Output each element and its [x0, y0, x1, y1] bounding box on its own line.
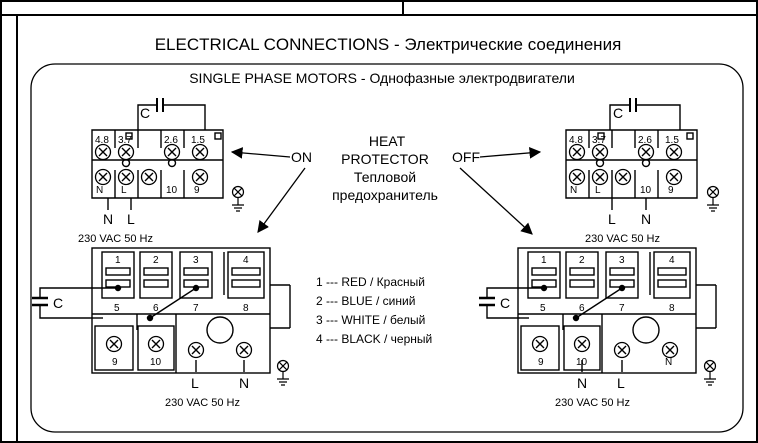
- ground-icon: [231, 185, 245, 212]
- terminal-label: 2: [579, 255, 585, 266]
- diagram-title: ELECTRICAL CONNECTIONS - Электрические с…: [155, 35, 622, 54]
- terminal-label: 3.7: [592, 135, 606, 146]
- terminal-label: 9: [194, 185, 200, 196]
- wire-color-legend: 1 --- RED / Красный 2 --- BLUE / синий 3…: [316, 275, 432, 346]
- ground-icon: [703, 359, 717, 386]
- terminal-label: 1.5: [191, 135, 205, 146]
- supply-label: N: [641, 211, 651, 227]
- screw-label: 10: [150, 357, 162, 368]
- terminal-label: 8: [669, 303, 675, 314]
- protector-line: HEAT: [369, 133, 406, 149]
- terminal-label: N: [96, 185, 103, 196]
- voltage-label: 230 VAC 50 Hz: [78, 233, 153, 245]
- terminal-label: 2.6: [164, 135, 178, 146]
- terminal-label: 7: [193, 303, 199, 314]
- capacitor-label: C: [140, 105, 150, 121]
- terminal-label: 10: [640, 185, 652, 196]
- diagram-subtitle: SINGLE PHASE MOTORS - Однофазные электро…: [189, 70, 575, 86]
- supply-label: L: [127, 211, 135, 227]
- terminal-label: N: [570, 185, 577, 196]
- terminal-label: L: [121, 185, 127, 196]
- supply-label: L: [617, 375, 625, 391]
- terminal-label: 4.8: [95, 135, 109, 146]
- ground-icon: [706, 185, 720, 212]
- supply-label: N: [103, 211, 113, 227]
- top-left-terminal-block: C 4.8 3.7 2.6 1.5 N L 10 9 N L 230 VAC 5…: [78, 98, 245, 245]
- on-label: ON: [291, 149, 312, 165]
- terminal-label: 8: [243, 303, 249, 314]
- terminal-label: 5: [540, 303, 546, 314]
- supply-label: L: [608, 211, 616, 227]
- legend-item: 1 --- RED / Красный: [316, 275, 425, 289]
- terminal-label: 3: [193, 255, 199, 266]
- terminal-label: 2.6: [638, 135, 652, 146]
- terminal-label: 1: [541, 255, 547, 266]
- protector-line: PROTECTOR: [341, 151, 429, 167]
- protector-line: Тепловой: [354, 169, 416, 185]
- capacitor-label: C: [613, 105, 623, 121]
- bottom-left-terminal-block: 1 2 3 4 5 6 7 8 9 10 C L N 230 VAC 50 Hz: [32, 247, 291, 409]
- legend-item: 2 --- BLUE / синий: [316, 294, 415, 308]
- terminal-label: 7: [619, 303, 625, 314]
- ground-icon: [276, 359, 290, 386]
- voltage-label: 230 VAC 50 Hz: [585, 233, 660, 245]
- capacitor-label: C: [500, 295, 510, 311]
- terminal-label: 4.8: [569, 135, 583, 146]
- screw-label: N: [665, 357, 672, 368]
- screw-label: 10: [576, 357, 588, 368]
- terminal-label: 4: [243, 255, 249, 266]
- protector-line: предохранитель: [332, 187, 438, 203]
- terminal-label: 4: [669, 255, 675, 266]
- terminal-label: 1.5: [665, 135, 679, 146]
- terminal-label: 3: [619, 255, 625, 266]
- capacitor-label: C: [53, 295, 63, 311]
- inner-panel: [30, 63, 744, 433]
- terminal-label: L: [595, 185, 601, 196]
- terminal-label: 1: [115, 255, 121, 266]
- terminal-label: 10: [166, 185, 178, 196]
- screw-label: 9: [112, 357, 118, 368]
- top-right-terminal-block: C 4.8 3.7 2.6 1.5 N L 10 9 L N 230 VAC 5…: [565, 98, 720, 245]
- off-label: OFF: [452, 149, 480, 165]
- legend-item: 3 --- WHITE / белый: [316, 313, 425, 327]
- voltage-label: 230 VAC 50 Hz: [555, 397, 630, 409]
- terminal-label: 9: [668, 185, 674, 196]
- heat-protector: ON OFF HEAT PROTECTOR Тепловой предохран…: [230, 133, 542, 235]
- terminal-label: 6: [579, 303, 585, 314]
- supply-label: N: [239, 375, 249, 391]
- screw-label: 9: [538, 357, 544, 368]
- terminal-label: 3.7: [118, 135, 132, 146]
- supply-label: L: [191, 375, 199, 391]
- terminal-label: 2: [153, 255, 159, 266]
- bottom-right-terminal-block: 1 2 3 4 5 6 7 8 9 10 N C N L 230 VAC 50 …: [479, 247, 717, 409]
- legend-item: 4 --- BLACK / черный: [316, 332, 432, 346]
- voltage-label: 230 VAC 50 Hz: [165, 397, 240, 409]
- terminal-label: 5: [114, 303, 120, 314]
- supply-label: N: [577, 375, 587, 391]
- terminal-label: 6: [153, 303, 159, 314]
